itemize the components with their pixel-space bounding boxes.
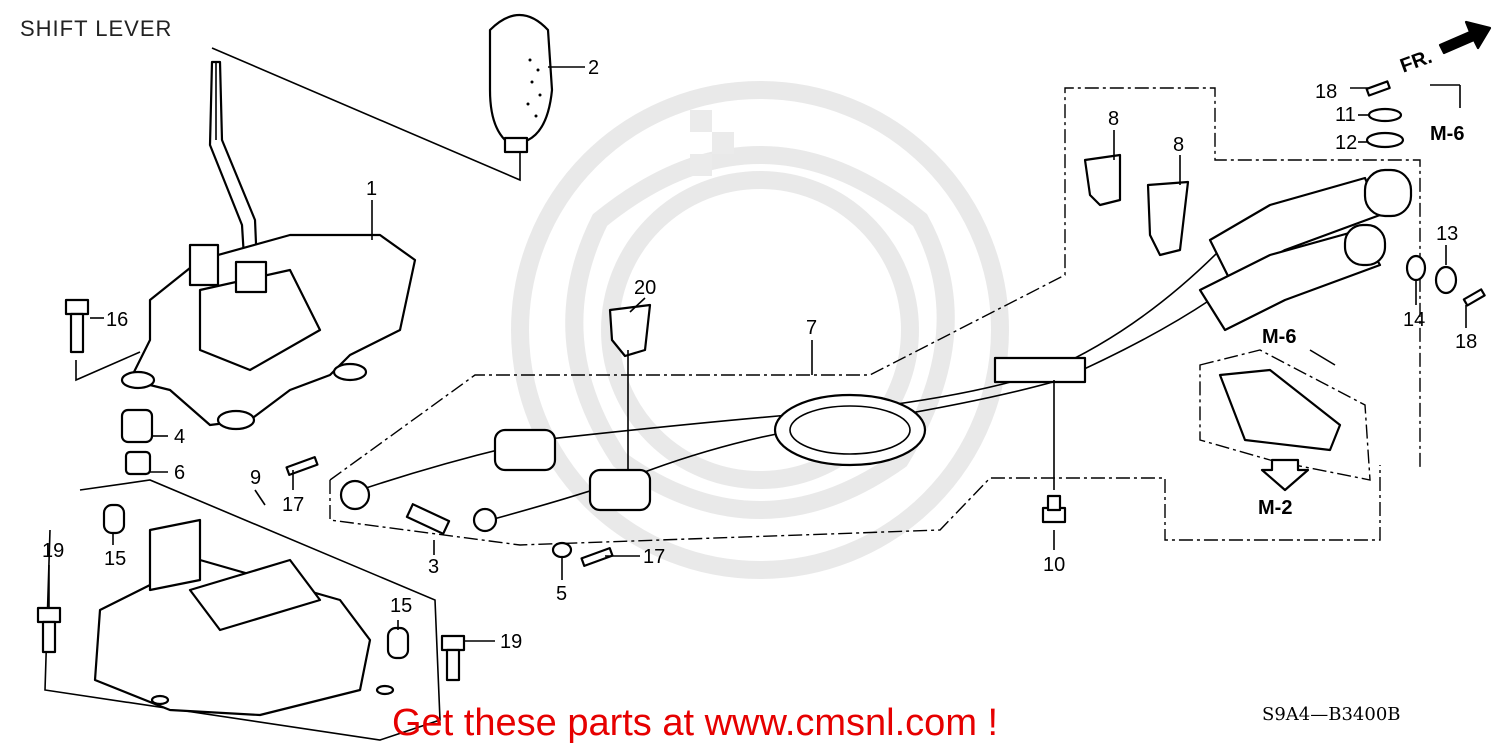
shift-bracket bbox=[93, 518, 395, 717]
callout-7: 7 bbox=[806, 317, 817, 339]
washer-13 bbox=[1434, 265, 1458, 295]
callout-6: 6 bbox=[174, 462, 185, 484]
washer-14 bbox=[1405, 254, 1427, 282]
ref-m2: M-2 bbox=[1258, 497, 1292, 519]
callout-10: 10 bbox=[1043, 554, 1065, 576]
bracket-group-outline bbox=[44, 479, 441, 741]
callout-20: 20 bbox=[634, 277, 656, 299]
callout-17a: 17 bbox=[282, 494, 304, 516]
cable-group-outline-lower bbox=[329, 465, 1381, 546]
callout-13: 13 bbox=[1436, 223, 1458, 245]
cable-bracket bbox=[1218, 368, 1342, 452]
callout-15a: 15 bbox=[104, 548, 126, 570]
callout-3: 3 bbox=[428, 556, 439, 578]
callout-5: 5 bbox=[556, 583, 567, 605]
shift-cables bbox=[339, 249, 1221, 533]
callout-18b: 18 bbox=[1455, 331, 1477, 353]
m6-bracket-outline bbox=[1199, 349, 1371, 481]
clip-8-right bbox=[1146, 180, 1190, 257]
clip-15-left bbox=[102, 503, 126, 535]
bushing-4 bbox=[120, 408, 154, 444]
callout-19a: 19 bbox=[42, 540, 64, 562]
pin-3 bbox=[405, 503, 451, 535]
callout-leaders bbox=[48, 66, 1467, 642]
watermark-logo bbox=[511, 81, 1009, 579]
leader-16 bbox=[75, 351, 141, 382]
callout-1: 1 bbox=[366, 178, 377, 200]
shift-knob bbox=[488, 14, 554, 154]
callout-19b: 19 bbox=[500, 631, 522, 653]
clip-20 bbox=[608, 303, 652, 358]
front-direction-indicator: FR. bbox=[1397, 20, 1492, 78]
collar-6 bbox=[124, 450, 152, 476]
callout-8a: 8 bbox=[1108, 108, 1119, 130]
clip-17-right bbox=[580, 547, 614, 567]
washer-12 bbox=[1365, 131, 1405, 149]
bolt-19-right bbox=[440, 634, 466, 682]
clip-18-top bbox=[1365, 80, 1391, 97]
callout-15b: 15 bbox=[390, 595, 412, 617]
callout-17b: 17 bbox=[643, 546, 665, 568]
front-arrow-icon bbox=[1438, 20, 1492, 55]
washer-5 bbox=[551, 541, 573, 559]
callout-9: 9 bbox=[250, 467, 261, 489]
callout-11: 11 bbox=[1335, 104, 1356, 126]
bolt-16 bbox=[64, 298, 90, 354]
promo-link[interactable]: Get these parts at www.cmsnl.com ! bbox=[392, 702, 999, 744]
ref-m6-top: M-6 bbox=[1430, 123, 1464, 145]
callout-16: 16 bbox=[106, 309, 128, 331]
bolt-19-left bbox=[36, 606, 62, 654]
washer-11 bbox=[1367, 107, 1403, 123]
m2-arrow-icon bbox=[1260, 458, 1310, 492]
callout-18a: 18 bbox=[1315, 81, 1337, 103]
callout-4: 4 bbox=[174, 426, 185, 448]
clip-8-left bbox=[1083, 153, 1122, 207]
diagram-code: S9A4—B3400B bbox=[1262, 704, 1401, 725]
callout-8b: 8 bbox=[1173, 134, 1184, 156]
callout-14: 14 bbox=[1403, 309, 1425, 331]
clip-18-right bbox=[1462, 288, 1486, 307]
cable-group-outline bbox=[329, 87, 1421, 481]
direction-label: FR. bbox=[1397, 46, 1435, 78]
shift-lever-housing bbox=[120, 233, 417, 431]
clip-15-right bbox=[386, 626, 410, 660]
bolt-10 bbox=[1041, 494, 1067, 524]
callout-12: 12 bbox=[1335, 132, 1357, 154]
diagram-title: SHIFT LEVER bbox=[20, 16, 173, 41]
cable-boots bbox=[1198, 168, 1413, 332]
ref-m6-mid: M-6 bbox=[1262, 326, 1296, 348]
knob-leader-line bbox=[211, 47, 521, 182]
clip-17-left bbox=[285, 456, 319, 476]
callout-labels: 1 2 3 4 5 6 7 8 8 9 10 11 12 13 14 15 15… bbox=[42, 57, 1477, 653]
callout-2: 2 bbox=[588, 57, 599, 79]
